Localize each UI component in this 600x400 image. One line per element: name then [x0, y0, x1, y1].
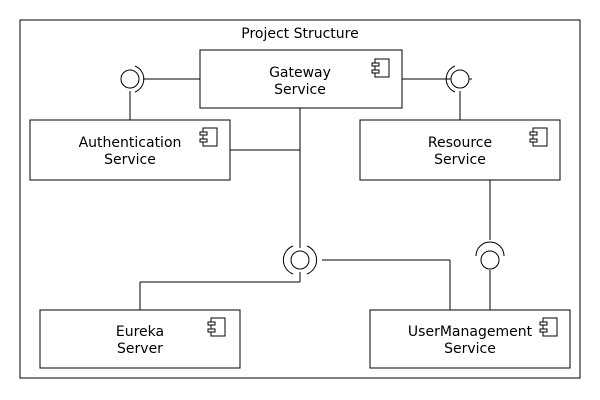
- lollipop-socket-icon: [450, 69, 470, 89]
- lollipop-socket-icon: [290, 250, 310, 270]
- interface-eureka: [282, 245, 318, 275]
- component-authentication-service[interactable]: Authentication Service: [29, 119, 231, 181]
- component-label: Service: [104, 152, 156, 168]
- component-resource-service[interactable]: Resource Service: [359, 119, 561, 181]
- lollipop-socket-icon: [120, 69, 140, 89]
- uml-component-icon: [207, 317, 226, 337]
- uml-component-icon: [371, 58, 390, 78]
- component-label: Gateway: [269, 65, 331, 81]
- diagram-title: Project Structure: [241, 26, 358, 42]
- component-eureka-server[interactable]: Eureka Server: [39, 309, 241, 369]
- component-gateway-service[interactable]: Gateway Service: [199, 49, 403, 109]
- component-label: Service: [444, 341, 496, 357]
- component-label: UserManagement: [408, 324, 533, 340]
- uml-component-icon: [539, 317, 558, 337]
- interface-gateway-auth: [120, 65, 145, 93]
- component-label: Server: [117, 341, 163, 357]
- component-label: Service: [274, 82, 326, 98]
- connectors: [129, 78, 491, 310]
- uml-component-icon: [199, 127, 218, 147]
- component-label: Resource: [428, 135, 492, 151]
- lollipop-socket-icon: [480, 250, 500, 270]
- interface-resource-usermgmt: [475, 241, 505, 270]
- component-label: Service: [434, 152, 486, 168]
- component-label: Authentication: [79, 135, 182, 151]
- component-usermanagement-service[interactable]: UserManagement Service: [369, 309, 571, 369]
- uml-component-icon: [529, 127, 548, 147]
- component-label: Eureka: [116, 324, 164, 340]
- interface-gateway-resource: [445, 65, 470, 93]
